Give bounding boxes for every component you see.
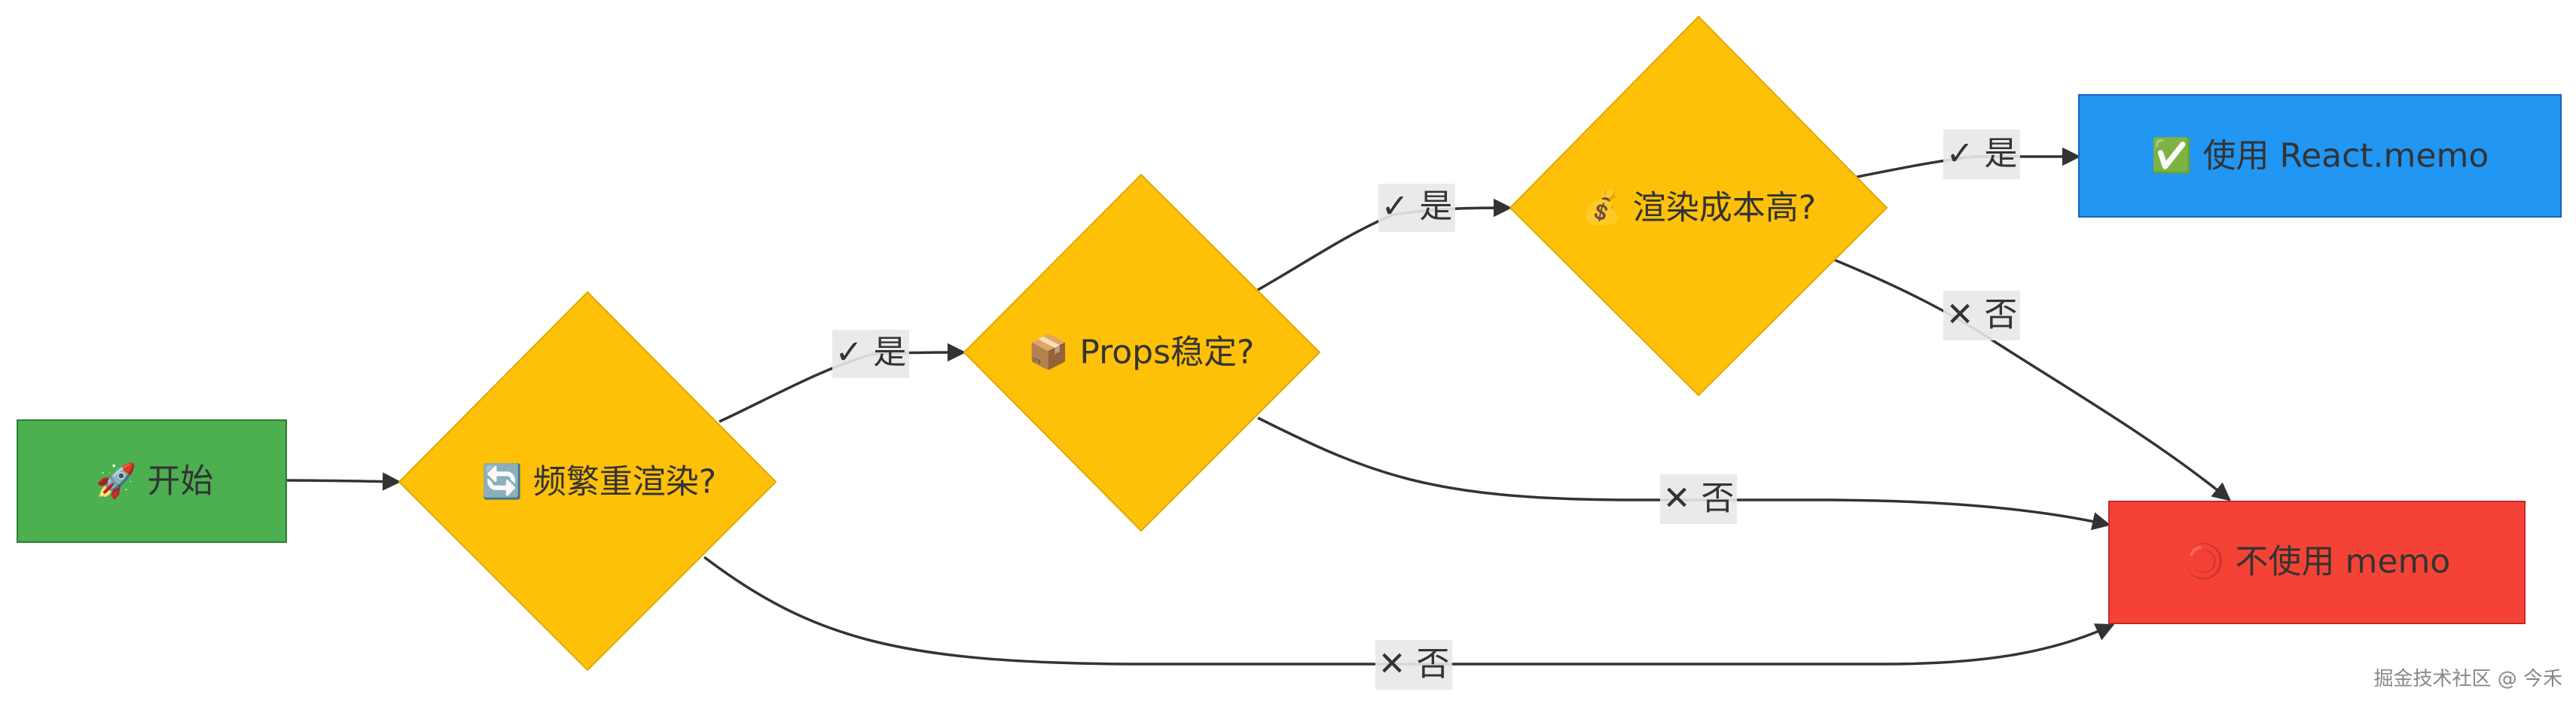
- node-render-cost-high[interactable]: [1509, 15, 1888, 397]
- edge-cost-to-nomemo: [1833, 258, 2231, 501]
- edge-label-yes1: ✓ 是: [835, 334, 907, 372]
- edge-start-to-frequent: [285, 472, 401, 491]
- edge-frequent-to-nomemo: [703, 556, 2115, 666]
- edge-label-yes2: ✓ 是: [1381, 187, 1453, 226]
- node-use-memo[interactable]: [2078, 94, 2562, 218]
- node-no-memo[interactable]: [2108, 501, 2526, 624]
- node-frequent-rerender-label: 🔄 频繁重渲染?: [481, 463, 716, 501]
- edge-label-yes3: ✓ 是: [1946, 135, 2018, 173]
- node-props-stable-label: 📦 Props稳定?: [1028, 334, 1255, 372]
- node-use-memo-label: ✅ 使用 React.memo: [2151, 137, 2489, 175]
- watermark: 掘金技术社区 @ 今禾: [2373, 668, 2562, 690]
- node-start[interactable]: [17, 419, 287, 543]
- node-start-label: 🚀 开始: [96, 462, 214, 501]
- node-props-stable[interactable]: [963, 173, 1321, 532]
- edge-label-no2-group: ✕ 否: [1660, 474, 1737, 524]
- edge-label-yes2-group: ✓ 是: [1378, 184, 1455, 232]
- edge-label-no1-group: ✕ 否: [1943, 291, 2020, 340]
- node-render-cost-high-label: 💰 渲染成本高?: [1581, 189, 1816, 227]
- edge-label-no3-group: ✕ 否: [1375, 640, 1452, 690]
- edge-label-no1: ✕ 否: [1946, 296, 2018, 334]
- node-no-memo-label: ⭕ 不使用 memo: [2184, 543, 2450, 581]
- edge-props-to-nomemo: [1257, 416, 2111, 531]
- edge-label-yes1-group: ✓ 是: [832, 330, 909, 378]
- edge-label-yes3-group: ✓ 是: [1943, 130, 2020, 179]
- edge-label-no3: ✕ 否: [1378, 645, 1450, 684]
- edge-label-no2: ✕ 否: [1663, 480, 1735, 518]
- node-frequent-rerender[interactable]: [398, 291, 777, 672]
